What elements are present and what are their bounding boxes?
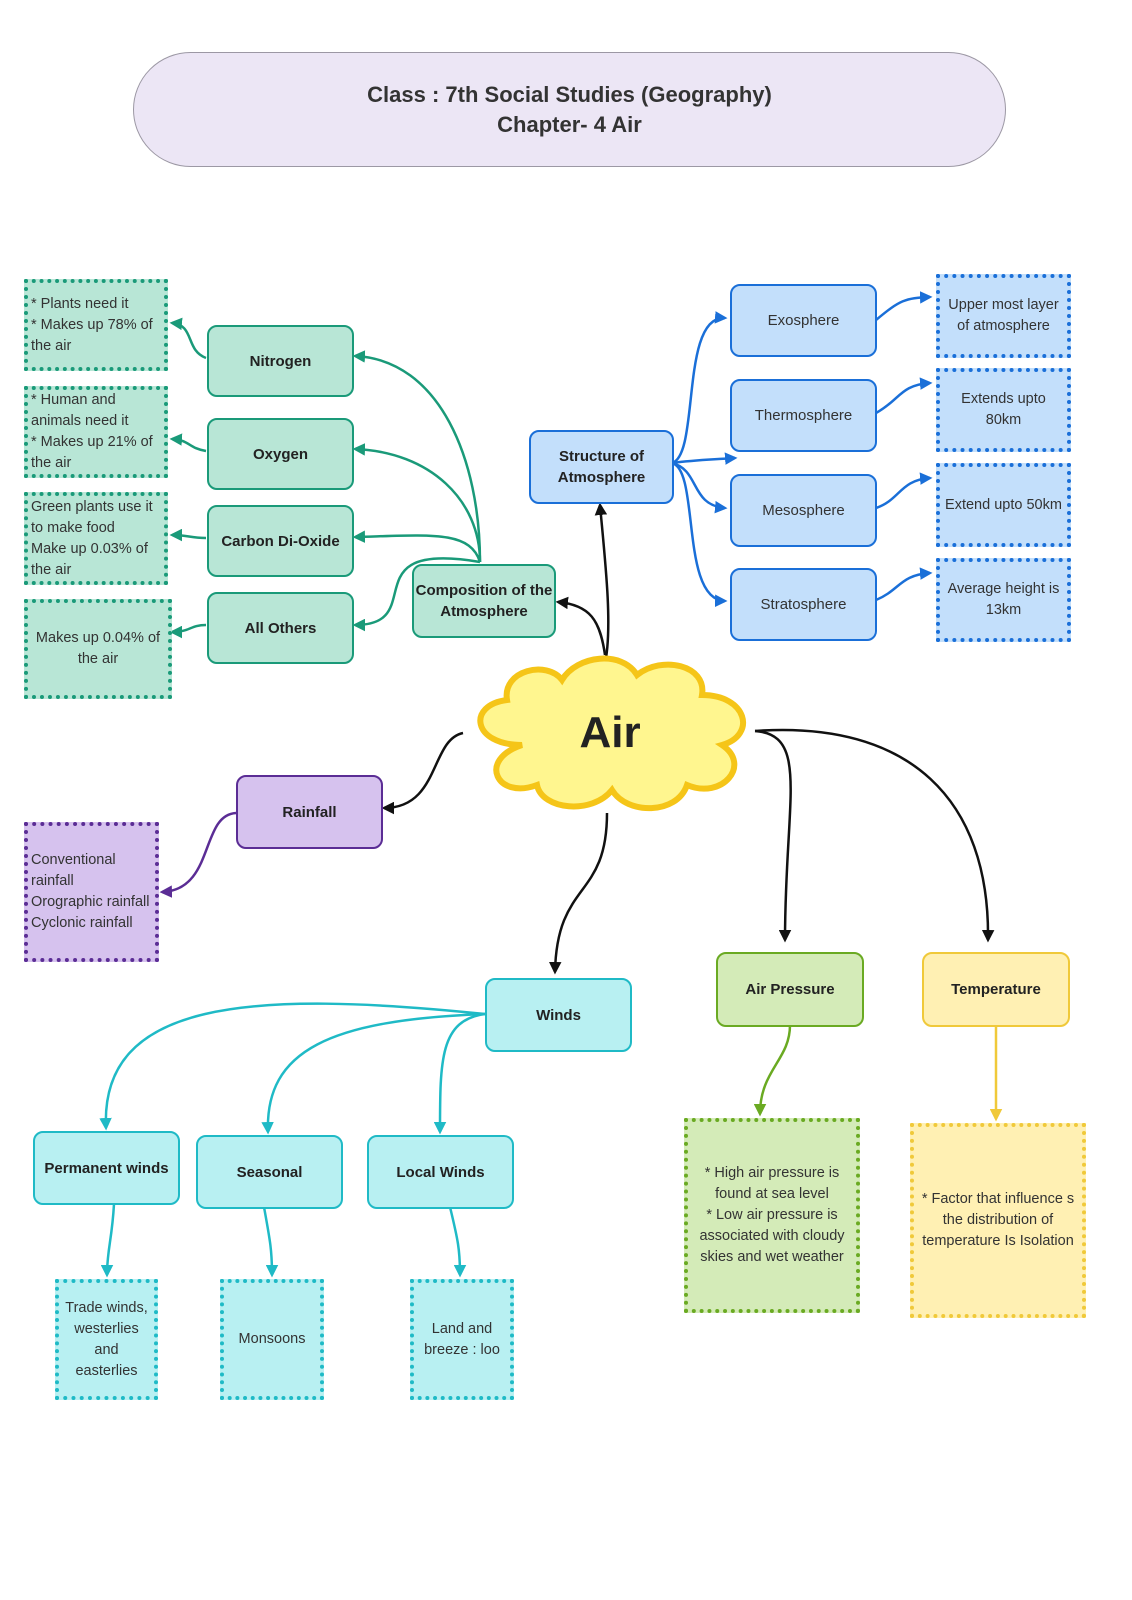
air-pressure-note: * High air pressure is found at sea leve… bbox=[684, 1118, 860, 1313]
link-air-structure bbox=[594, 502, 610, 659]
seasonal-node[interactable]: Seasonal bbox=[196, 1135, 343, 1209]
co2-label: Carbon Di-Oxide bbox=[221, 532, 340, 550]
air-pressure-label: Air Pressure bbox=[745, 981, 835, 998]
link-comp-others bbox=[352, 557, 481, 632]
exosphere-note: Upper most layer of atmosphere bbox=[936, 274, 1071, 358]
co2-note: Green plants use it to make food Make up… bbox=[24, 492, 168, 585]
composition-label: Composition of the Atmosphere bbox=[415, 582, 553, 620]
exosphere-label: Exosphere bbox=[767, 312, 840, 329]
permanent-winds-note: Trade winds, westerlies and easterlies bbox=[55, 1279, 158, 1400]
structure-node[interactable]: Structure of Atmosphere bbox=[529, 430, 674, 504]
link-struct-thermo bbox=[671, 452, 738, 465]
link-pressure-note bbox=[753, 1024, 792, 1117]
mesosphere-label: Mesosphere bbox=[762, 502, 845, 519]
link-meso-note bbox=[875, 472, 933, 510]
thermosphere-note: Extends upto 80km bbox=[936, 368, 1071, 452]
mesosphere-note: Extend upto 50km bbox=[936, 463, 1071, 547]
oxygen-node[interactable]: Oxygen bbox=[207, 418, 354, 490]
seasonal-note-text: Monsoons bbox=[238, 1331, 306, 1347]
exosphere-node[interactable]: Exosphere bbox=[730, 284, 877, 357]
link-co2-note bbox=[169, 528, 207, 542]
co2-note-text: Green plants use it to make food Make up… bbox=[31, 498, 153, 578]
link-rainfall-note bbox=[159, 811, 237, 898]
link-struct-exo bbox=[671, 311, 728, 465]
seasonal-label: Seasonal bbox=[236, 1163, 303, 1181]
winds-node[interactable]: Winds bbox=[485, 978, 632, 1052]
link-winds-local bbox=[433, 1012, 486, 1135]
page-header: Class : 7th Social Studies (Geography) C… bbox=[133, 52, 1006, 167]
thermosphere-label: Thermosphere bbox=[754, 407, 853, 424]
co2-node[interactable]: Carbon Di-Oxide bbox=[207, 505, 354, 577]
seasonal-note: Monsoons bbox=[220, 1279, 324, 1400]
permanent-winds-label: Permanent winds bbox=[44, 1159, 169, 1177]
nitrogen-note-text: * Plants need it * Makes up 78% of the a… bbox=[31, 295, 153, 354]
link-air-temperature bbox=[754, 728, 995, 943]
link-nitrogen-note bbox=[169, 317, 207, 360]
permanent-winds-node[interactable]: Permanent winds bbox=[33, 1131, 180, 1205]
mesosphere-node[interactable]: Mesosphere bbox=[730, 474, 877, 547]
link-strato-note bbox=[875, 567, 933, 602]
permanent-winds-note-text: Trade winds, westerlies and easterlies bbox=[65, 1299, 148, 1379]
link-exo-note bbox=[875, 291, 933, 321]
link-others-note bbox=[169, 623, 207, 639]
thermosphere-note-text: Extends upto 80km bbox=[961, 391, 1046, 428]
local-winds-label: Local Winds bbox=[396, 1163, 485, 1181]
cloud-shape bbox=[477, 655, 747, 812]
air-pressure-node[interactable]: Air Pressure bbox=[716, 952, 864, 1027]
air-pressure-note-text: * High air pressure is found at sea leve… bbox=[699, 1165, 845, 1265]
link-permanent-note bbox=[100, 1203, 116, 1278]
exosphere-note-text: Upper most layer of atmosphere bbox=[948, 297, 1059, 334]
others-node[interactable]: All Others bbox=[207, 592, 354, 664]
header-subtitle: Chapter- 4 Air bbox=[497, 111, 642, 137]
link-air-winds bbox=[548, 812, 609, 975]
rainfall-node[interactable]: Rainfall bbox=[236, 775, 383, 849]
nitrogen-note: * Plants need it * Makes up 78% of the a… bbox=[24, 279, 168, 371]
oxygen-label: Oxygen bbox=[252, 445, 309, 463]
center-cloud: Air bbox=[462, 650, 758, 816]
thermosphere-node[interactable]: Thermosphere bbox=[730, 379, 877, 452]
oxygen-note-text: * Human and animals need it * Makes up 2… bbox=[31, 392, 153, 471]
structure-label: Structure of Atmosphere bbox=[557, 448, 646, 486]
temperature-label: Temperature bbox=[951, 981, 1041, 998]
link-struct-strato bbox=[671, 461, 728, 607]
temperature-note-text: * Factor that influence s the distributi… bbox=[921, 1191, 1075, 1249]
link-winds-seasonal bbox=[261, 1012, 486, 1135]
link-air-pressure bbox=[754, 729, 792, 943]
stratosphere-node[interactable]: Stratosphere bbox=[730, 568, 877, 641]
oxygen-note: * Human and animals need it * Makes up 2… bbox=[24, 386, 168, 478]
link-air-composition bbox=[555, 596, 607, 656]
stratosphere-note: Average height is 13km bbox=[936, 558, 1071, 642]
others-label: All Others bbox=[244, 619, 317, 637]
stratosphere-label: Stratosphere bbox=[760, 596, 847, 613]
mesosphere-note-text: Extend upto 50km bbox=[945, 496, 1062, 513]
local-winds-note-text: Land and breeze : loo bbox=[424, 1320, 500, 1358]
link-struct-meso bbox=[671, 461, 728, 514]
link-comp-oxygen bbox=[352, 443, 482, 563]
link-thermo-note bbox=[875, 377, 933, 415]
others-note: Makes up 0.04% of the air bbox=[24, 599, 172, 699]
winds-label: Winds bbox=[536, 1006, 581, 1024]
link-air-rainfall bbox=[381, 731, 464, 815]
nitrogen-label: Nitrogen bbox=[249, 352, 312, 370]
local-winds-note: Land and breeze : loo bbox=[410, 1279, 514, 1400]
link-comp-nitrogen bbox=[352, 350, 482, 563]
link-seasonal-note bbox=[262, 1206, 279, 1278]
link-winds-permanent bbox=[99, 1002, 486, 1131]
link-comp-co2 bbox=[352, 530, 482, 563]
temperature-note: * Factor that influence s the distributi… bbox=[910, 1123, 1086, 1318]
rainfall-label: Rainfall bbox=[282, 803, 337, 821]
rainfall-note-text: Conventional rainfall Orographic rainfal… bbox=[31, 852, 150, 931]
link-local-note bbox=[448, 1206, 467, 1278]
link-oxygen-note bbox=[169, 433, 207, 453]
local-winds-node[interactable]: Local Winds bbox=[367, 1135, 514, 1209]
others-note-text: Makes up 0.04% of the air bbox=[35, 630, 161, 667]
temperature-node[interactable]: Temperature bbox=[922, 952, 1070, 1027]
stratosphere-note-text: Average height is 13km bbox=[947, 581, 1060, 618]
center-label: Air bbox=[579, 708, 641, 757]
header-title: Class : 7th Social Studies (Geography) bbox=[367, 81, 772, 107]
nitrogen-node[interactable]: Nitrogen bbox=[207, 325, 354, 397]
composition-node[interactable]: Composition of the Atmosphere bbox=[412, 564, 556, 638]
rainfall-note: Conventional rainfall Orographic rainfal… bbox=[24, 822, 159, 962]
